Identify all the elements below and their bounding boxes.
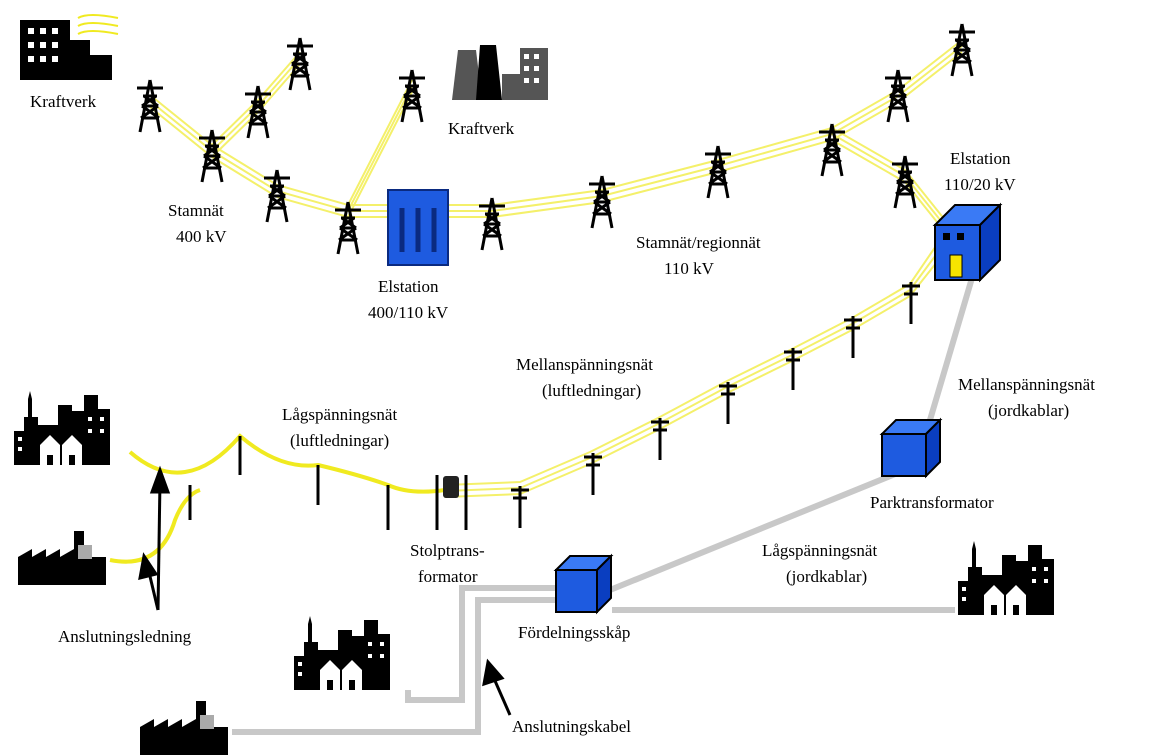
label-stolptrans-sub: formator bbox=[418, 567, 478, 586]
power-tower-icon bbox=[333, 200, 363, 256]
label-stamnat: Stamnät bbox=[168, 201, 224, 220]
label-anslutningskabel: Anslutningskabel bbox=[512, 717, 631, 736]
transmission-lines bbox=[149, 39, 963, 498]
utility-pole-icon bbox=[649, 416, 671, 462]
label-anslutningsledning: Anslutningsledning bbox=[58, 627, 192, 646]
ground-cables bbox=[232, 277, 975, 735]
label-fordelningsskap: Fördelningsskåp bbox=[518, 623, 630, 642]
transformer-box-icon bbox=[879, 417, 943, 479]
substation-icon bbox=[387, 189, 449, 266]
utility-pole-icon bbox=[842, 314, 864, 360]
label-elstation-400-kv: 400/110 kV bbox=[368, 303, 449, 322]
label-stolptrans: Stolptrans- bbox=[410, 541, 485, 560]
power-tower-icon bbox=[587, 174, 617, 230]
pole-transformer bbox=[435, 475, 468, 530]
label-lag-luft-sub: (luftledningar) bbox=[290, 431, 389, 450]
label-elstation-110-kv: 110/20 kV bbox=[944, 175, 1016, 194]
label-stamnat-kv: 400 kV bbox=[176, 227, 227, 246]
utility-pole-icon bbox=[782, 346, 804, 392]
label-kraftverk-1: Kraftverk bbox=[30, 92, 97, 111]
label-kraftverk-2: Kraftverk bbox=[448, 119, 515, 138]
label-lag-jord: Lågspänningsnät bbox=[762, 541, 877, 560]
town-icon bbox=[14, 391, 110, 465]
power-tower-icon bbox=[262, 168, 292, 224]
label-parktransformator: Parktransformator bbox=[870, 493, 994, 512]
power-tower-icon bbox=[477, 196, 507, 252]
town-icon bbox=[294, 616, 390, 690]
label-elstation-400: Elstation bbox=[378, 277, 439, 296]
power-tower-icon bbox=[947, 22, 977, 78]
label-mellan-luft-sub: (luftledningar) bbox=[542, 381, 641, 400]
transformer-box-icon bbox=[553, 553, 614, 615]
low-voltage-poles bbox=[188, 436, 390, 530]
labels: Kraftverk Kraftverk Stamnät 400 kV Elsta… bbox=[30, 92, 1095, 736]
power-tower-icon bbox=[817, 122, 847, 178]
label-lag-jord-sub: (jordkablar) bbox=[786, 567, 867, 586]
factory-icon bbox=[18, 531, 106, 585]
label-mellan-luft: Mellanspänningsnät bbox=[516, 355, 653, 374]
arrow-icon bbox=[138, 465, 512, 716]
power-plant-icon bbox=[452, 45, 548, 100]
label-elstation-110: Elstation bbox=[950, 149, 1011, 168]
label-lag-luft: Lågspänningsnät bbox=[282, 405, 397, 424]
label-regionnat: Stamnät/regionnät bbox=[636, 233, 761, 252]
label-mellan-jord-sub: (jordkablar) bbox=[988, 401, 1069, 420]
power-plant-icon bbox=[20, 14, 119, 80]
label-regionnat-kv: 110 kV bbox=[664, 259, 715, 278]
utility-pole-icon bbox=[717, 380, 739, 426]
power-tower-icon bbox=[243, 84, 273, 140]
label-mellan-jord: Mellanspänningsnät bbox=[958, 375, 1095, 394]
substation-icon bbox=[932, 202, 1003, 283]
power-tower-icon bbox=[135, 78, 165, 134]
power-tower-icon bbox=[285, 36, 315, 92]
factory-icon bbox=[140, 701, 228, 755]
town-icon bbox=[958, 541, 1054, 615]
power-tower-icon bbox=[703, 144, 733, 200]
utility-poles bbox=[188, 280, 922, 530]
